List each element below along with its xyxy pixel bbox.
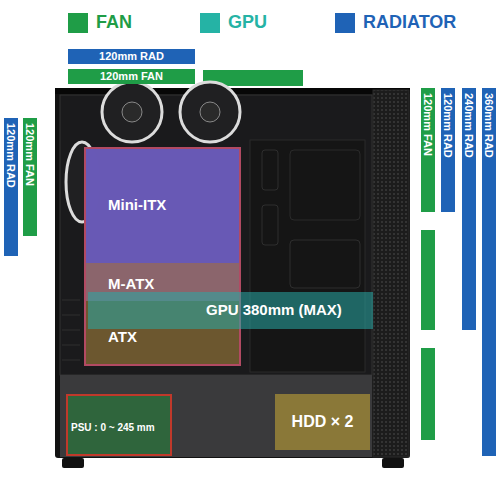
node-text: 120mm FAN (422, 93, 434, 156)
node-text: GPU 380mm (MAX) (206, 302, 342, 319)
cable-cutout (262, 205, 278, 245)
legend: FAN GPU RADIATOR (0, 0, 500, 40)
fan-hub (122, 102, 142, 122)
front-mesh (373, 90, 409, 457)
node-text: 120mm RAD (442, 93, 454, 158)
fan-bar: 120mm FAN (23, 118, 37, 236)
pci-slot (62, 315, 80, 316)
fan-hub (200, 102, 220, 122)
psu-area: PSU : 0 ~ 245 mm (66, 394, 172, 456)
legend-text: FAN (96, 12, 132, 33)
ssd-mount (290, 150, 360, 220)
node-text: 120mm FAN (24, 123, 36, 186)
psu-shroud (60, 375, 372, 457)
pci-slot (62, 345, 80, 346)
node-text: 120mm RAD (5, 123, 17, 188)
node-text: 360mm RAD (483, 93, 495, 158)
node-text: Mini-ITX (108, 197, 166, 214)
mini-itx-area: Mini-ITX (86, 149, 239, 263)
fan-bar: 120mm FAN (421, 88, 435, 212)
radiator-bar: 120mm RAD (441, 88, 455, 212)
top-fan (180, 82, 240, 142)
pci-slot (62, 330, 80, 331)
node-text: 120mm FAN (100, 70, 163, 82)
fan-bar (421, 230, 435, 330)
case-foot (382, 458, 404, 468)
case-foot (62, 458, 84, 468)
fan-bar: 120mm FAN (68, 69, 195, 84)
node-text: ATX (108, 329, 137, 346)
node-text: 240mm RAD (463, 93, 475, 158)
node-text: 120mm RAD (99, 50, 164, 62)
node-text: HDD × 2 (292, 413, 354, 431)
atx-area: Mini-ITX M-ATX ATX (84, 147, 241, 366)
legend-item: GPU (200, 12, 267, 33)
legend-swatch (335, 13, 355, 33)
radiator-bar: 240mm RAD (462, 88, 476, 330)
legend-swatch (68, 13, 88, 33)
legend-item: FAN (68, 12, 132, 33)
legend-text: RADIATOR (363, 12, 456, 33)
radiator-bar: 120mm RAD (4, 118, 18, 256)
hdd-area: HDD × 2 (275, 394, 370, 450)
pci-slot (62, 360, 80, 361)
fan-bar (421, 348, 435, 440)
legend-text: GPU (228, 12, 267, 33)
cable-cutout (262, 150, 278, 190)
back-plate (250, 140, 365, 372)
node-text: M-ATX (108, 276, 154, 293)
radiator-bar: 120mm RAD (68, 49, 195, 64)
gpu-band: GPU 380mm (MAX) (88, 292, 373, 329)
case-body (55, 88, 410, 458)
node-text: PSU : 0 ~ 245 mm (71, 422, 155, 433)
top-fan (102, 82, 162, 142)
radiator-bar: 360mm RAD (482, 88, 496, 456)
legend-item: RADIATOR (335, 12, 456, 33)
legend-swatch (200, 13, 220, 33)
matx-area: Mini-ITX M-ATX (86, 149, 239, 301)
pci-slot (62, 300, 80, 301)
cable-cutout (290, 240, 360, 288)
